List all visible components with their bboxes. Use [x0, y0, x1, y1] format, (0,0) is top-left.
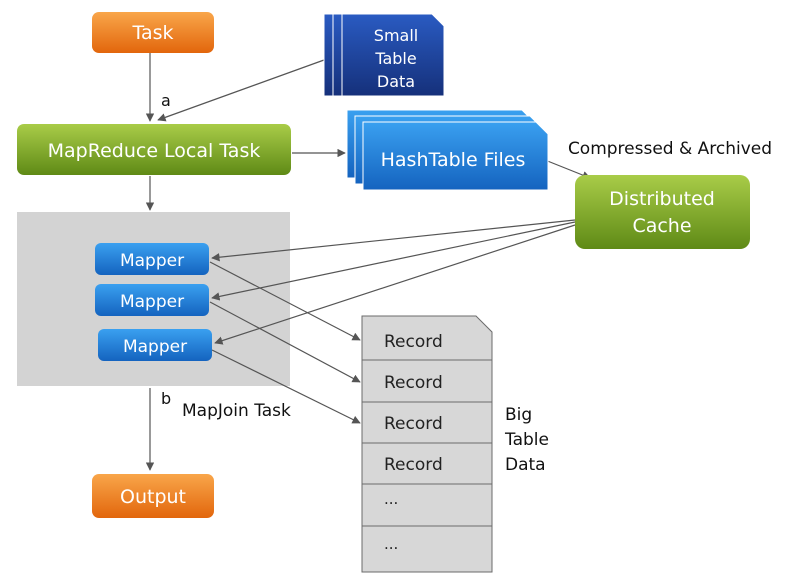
edge-cache-to-mapper-1 — [211, 219, 576, 262]
task-box — [92, 12, 214, 53]
local-task-label: MapReduce Local Task — [48, 140, 261, 162]
hashtable-label: HashTable Files — [381, 149, 526, 171]
record-2: Record — [384, 373, 443, 393]
local-task-box — [17, 124, 291, 175]
big-table-line-1: Big — [505, 405, 532, 425]
big-table-line-3: Data — [505, 455, 546, 475]
edge-mapper-3-to-record-3 — [211, 349, 361, 424]
edge-mapper-1-to-record-1 — [209, 261, 361, 341]
mapper-1-label: Mapper — [120, 251, 184, 271]
mapper-3-label: Mapper — [123, 337, 187, 357]
record-1: Record — [384, 332, 443, 352]
small-table-line-2: Table — [374, 49, 416, 68]
compressed-archived-label: Compressed & Archived — [568, 139, 772, 159]
edge-label-b: b — [161, 389, 171, 408]
edge-mapper-2-to-record-2 — [209, 301, 361, 383]
edge-small-to-local — [157, 59, 325, 122]
edge-hashtable-to-cache — [544, 159, 591, 180]
hashtable-files: HashTable Files — [346, 109, 549, 191]
edge-label-a: a — [161, 91, 171, 110]
record-5: ... — [384, 490, 398, 508]
output-box — [92, 474, 214, 518]
record-3: Record — [384, 414, 443, 434]
small-table-line-1: Small — [374, 26, 418, 45]
big-table-line-2: Table — [504, 430, 549, 450]
record-stack-outline — [361, 315, 493, 573]
connectors — [145, 53, 591, 471]
record-6: ... — [384, 535, 398, 553]
mapper-2-label: Mapper — [120, 292, 184, 312]
output-label: Output — [120, 486, 186, 508]
distributed-cache-box — [575, 175, 750, 249]
mapper-1-box — [95, 243, 209, 275]
small-table-line-3: Data — [377, 72, 415, 91]
cache-line-1: Distributed — [609, 188, 715, 210]
edge-cache-to-mapper-3 — [214, 224, 576, 345]
cache-line-2: Cache — [632, 215, 691, 237]
mapper-2-box — [95, 284, 209, 316]
task-label: Task — [131, 22, 173, 44]
record-4: Record — [384, 455, 443, 475]
edge-cache-to-mapper-2 — [211, 221, 576, 301]
big-table-records: Record Record Record Record ... ... — [361, 315, 493, 573]
mapper-3-box — [98, 329, 212, 361]
small-table-data: Small Table Data — [323, 13, 445, 97]
mapjoin-task-label: MapJoin Task — [182, 401, 291, 421]
